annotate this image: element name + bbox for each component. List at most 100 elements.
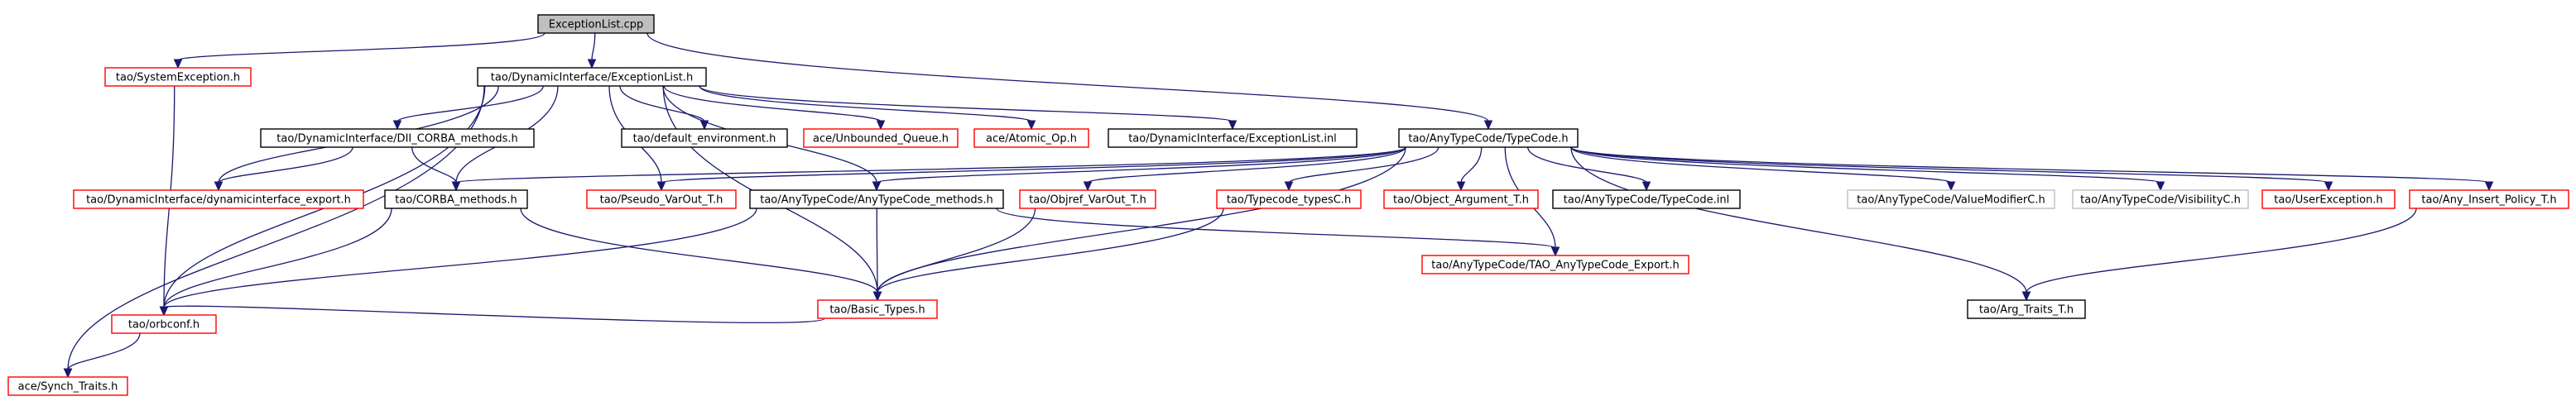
- node-label: tao/Objref_VarOut_T.h: [1029, 194, 1146, 207]
- edge-exclist-to-exclinl: [699, 85, 1238, 131]
- node-label: tao/Arg_Traits_T.h: [1979, 304, 2074, 317]
- edge-anytcm-to-orbconf: [159, 208, 757, 317]
- node-synch[interactable]: ace/Synch_Traits.h: [7, 376, 128, 396]
- edge-line: [663, 85, 882, 122]
- edge-arrowhead: [2021, 291, 2031, 302]
- node-box: [973, 128, 1089, 148]
- node-box: [1847, 189, 2055, 209]
- edge-line: [1288, 146, 1439, 184]
- node-objarg[interactable]: tao/Object_Argument_T.h: [1383, 189, 1539, 209]
- node-exclinl[interactable]: tao/DynamicInterface/ExceptionList.inl: [1108, 128, 1358, 148]
- edge-arrowhead: [876, 120, 886, 131]
- edge-arrowhead: [1550, 246, 1560, 257]
- edge-typecode-to-visib: [1570, 146, 2165, 192]
- edge-line: [646, 32, 1489, 122]
- node-argtr[interactable]: tao/Arg_Traits_T.h: [1967, 299, 2086, 319]
- node-box: [111, 314, 217, 334]
- edge-arrowhead: [2484, 181, 2494, 192]
- node-unbq[interactable]: ace/Unbounded_Queue.h: [803, 128, 959, 148]
- edge-arrowhead: [1083, 181, 1093, 192]
- node-label: tao/AnyTypeCode/ValueModifierC.h: [1857, 194, 2045, 207]
- edge-arrowhead: [656, 181, 666, 192]
- edge-line: [1570, 146, 2490, 184]
- edge-line: [591, 32, 596, 61]
- node-label: tao/Pseudo_VarOut_T.h: [600, 194, 723, 207]
- node-corbam[interactable]: tao/CORBA_methods.h: [384, 189, 528, 209]
- edge-arrowhead: [1483, 120, 1493, 131]
- node-anyins[interactable]: tao/Any_Insert_Policy_T.h: [2409, 189, 2569, 209]
- node-label: tao/Object_Argument_T.h: [1393, 194, 1529, 207]
- edge-arrowhead: [2155, 181, 2165, 192]
- node-orbconf[interactable]: tao/orbconf.h: [111, 314, 217, 334]
- edge-arrowhead: [392, 120, 402, 131]
- edge-line: [2026, 208, 2417, 294]
- node-box: [2072, 189, 2249, 209]
- node-exclist[interactable]: tao/DynamicInterface/ExceptionList.h: [477, 67, 707, 87]
- node-tcexp[interactable]: tao/AnyTypeCode/TAO_AnyTypeCode_Export.h: [1421, 255, 1689, 274]
- node-label: tao/default_environment.h: [633, 133, 776, 146]
- node-label: tao/CORBA_methods.h: [395, 194, 517, 207]
- node-label: tao/DynamicInterface/DII_CORBA_methods.h: [276, 133, 518, 146]
- edge-corbam-to-basic: [520, 208, 882, 302]
- edge-arrowhead: [1641, 181, 1651, 192]
- node-atomic[interactable]: ace/Atomic_Op.h: [973, 128, 1089, 148]
- node-box: [1383, 189, 1539, 209]
- edge-arrowhead: [1946, 181, 1956, 192]
- node-tctypes[interactable]: tao/Typecode_typesC.h: [1216, 189, 1362, 209]
- edge-dii-to-dynexp: [214, 146, 353, 192]
- edge-typecode-to-objref: [1083, 146, 1406, 192]
- node-box: [586, 189, 737, 209]
- edge-arrowhead: [872, 291, 882, 302]
- edge-arrowhead: [2324, 181, 2333, 192]
- edge-line: [619, 85, 705, 122]
- node-label: tao/AnyTypeCode/AnyTypeCode_methods.h: [760, 194, 993, 207]
- node-typecode[interactable]: tao/AnyTypeCode/TypeCode.h: [1398, 128, 1579, 148]
- edge-line: [1570, 146, 2161, 184]
- node-pseudo[interactable]: tao/Pseudo_VarOut_T.h: [586, 189, 737, 209]
- node-defenv[interactable]: tao/default_environment.h: [621, 128, 788, 148]
- edge-arrowhead: [63, 368, 73, 379]
- edge-line: [411, 146, 457, 184]
- node-sysexc[interactable]: tao/SystemException.h: [104, 67, 252, 87]
- edge-line: [455, 146, 1406, 184]
- edge-line: [67, 332, 141, 370]
- edge-line: [1087, 146, 1406, 184]
- node-anytcm[interactable]: tao/AnyTypeCode/AnyTypeCode_methods.h: [749, 189, 1004, 209]
- node-label: tao/AnyTypeCode/TypeCode.h: [1408, 133, 1568, 146]
- node-box: [1398, 128, 1579, 148]
- node-objref[interactable]: tao/Objref_VarOut_T.h: [1019, 189, 1156, 209]
- edge-line: [661, 146, 1406, 184]
- node-label: tao/Basic_Types.h: [829, 304, 925, 317]
- edge-typecode-to-corbam: [451, 146, 1406, 192]
- edge-line: [699, 85, 1233, 122]
- edge-arrowhead: [451, 181, 461, 192]
- node-box: [1967, 299, 2086, 319]
- edge-typecode-to-objarg: [1456, 146, 1483, 192]
- node-box: [803, 128, 959, 148]
- node-visib[interactable]: tao/AnyTypeCode/VisibilityC.h: [2072, 189, 2249, 209]
- node-label: ace/Atomic_Op.h: [986, 133, 1077, 146]
- node-basic[interactable]: tao/Basic_Types.h: [817, 299, 938, 319]
- edge-typecode-to-tctypes: [1284, 146, 1439, 192]
- node-label: tao/Any_Insert_Policy_T.h: [2421, 194, 2556, 207]
- node-dynexp[interactable]: tao/DynamicInterface/dynamicinterface_ex…: [73, 189, 364, 209]
- node-dii[interactable]: tao/DynamicInterface/DII_CORBA_methods.h: [260, 128, 535, 148]
- edge-line: [163, 208, 392, 308]
- edge-line: [1570, 146, 2329, 184]
- edge-anyins-to-argtr: [2021, 208, 2417, 302]
- node-userexc[interactable]: tao/UserException.h: [2261, 189, 2396, 209]
- node-label: tao/UserException.h: [2274, 194, 2382, 207]
- edge-line: [520, 208, 878, 294]
- edge-line: [163, 208, 757, 308]
- edge-dii-to-corbam: [411, 146, 461, 192]
- edge-orbconf-to-synch: [63, 332, 141, 379]
- edge-layer: [63, 32, 2494, 379]
- edge-typecode-to-userexc: [1570, 146, 2333, 192]
- node-box: [749, 189, 1004, 209]
- edge-tctypes-to-basic: [872, 208, 1224, 302]
- node-box: [260, 128, 535, 148]
- node-label: tao/Typecode_typesC.h: [1227, 194, 1351, 207]
- node-tcinl[interactable]: tao/AnyTypeCode/TypeCode.inl: [1552, 189, 1741, 209]
- node-valmod[interactable]: tao/AnyTypeCode/ValueModifierC.h: [1847, 189, 2055, 209]
